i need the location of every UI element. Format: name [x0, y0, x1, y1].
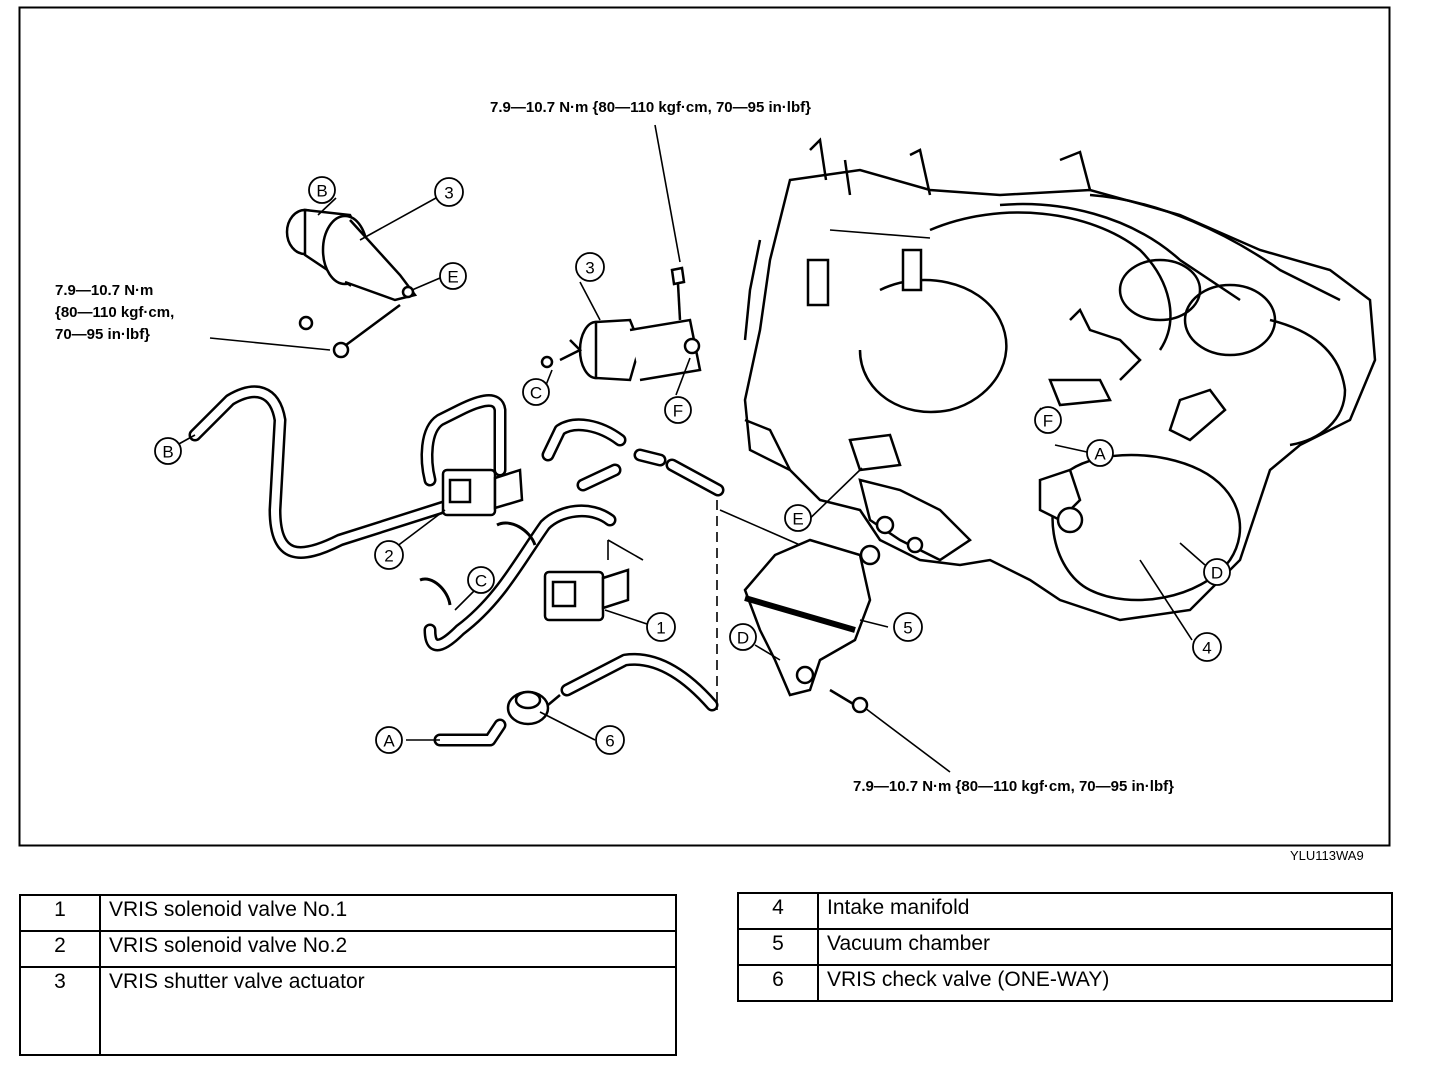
- legend-number: 3: [19, 966, 101, 1056]
- solenoid-valve-no2-drawing: [441, 468, 524, 517]
- vacuum-chamber-drawing: [743, 538, 881, 714]
- callout-a2: A: [383, 732, 395, 751]
- legend-row: 4 Intake manifold: [737, 892, 1393, 930]
- callout-5: 5: [903, 619, 912, 638]
- legend-row: 3 VRIS shutter valve actuator: [19, 966, 677, 1056]
- legend-number: 5: [737, 928, 819, 966]
- shutter-valve-actuator-center: [540, 266, 702, 382]
- parts-legend-left: 1 VRIS solenoid valve No.1 2 VRIS soleno…: [19, 894, 677, 1056]
- callout-4: 4: [1202, 639, 1211, 658]
- legend-part-name: Intake manifold: [817, 892, 1393, 930]
- callout-3a: 3: [444, 184, 453, 203]
- legend-number: 6: [737, 964, 819, 1002]
- callout-b1: B: [316, 182, 327, 201]
- figure-code: YLU113WA9: [1290, 848, 1364, 863]
- legend-number: 2: [19, 930, 101, 968]
- callout-2: 2: [384, 547, 393, 566]
- callout-a1: A: [1094, 445, 1106, 464]
- legend-number: 1: [19, 894, 101, 932]
- callout-d2: D: [1211, 564, 1223, 583]
- torque-spec-top: 7.9—10.7 N·m {80—110 kgf·cm, 70—95 in·lb…: [490, 99, 811, 116]
- legend-row: 1 VRIS solenoid valve No.1: [19, 894, 677, 932]
- callout-labels: B 3 E 3 C F B 2 C 1 E 5 D F A D 4 A 6: [162, 182, 1223, 751]
- exploded-view-diagram: B 3 E 3 C F B 2 C 1 E 5 D F A D 4 A 6 7.…: [18, 6, 1391, 847]
- legend-part-name: VRIS solenoid valve No.2: [99, 930, 677, 968]
- legend-part-name: VRIS shutter valve actuator: [99, 966, 677, 1056]
- legend-number: 4: [737, 892, 819, 930]
- leader-lines: [167, 124, 1206, 773]
- callout-6: 6: [605, 732, 614, 751]
- legend-part-name: VRIS check valve (ONE-WAY): [817, 964, 1393, 1002]
- callout-1: 1: [656, 619, 665, 638]
- diagram-frame: [18, 6, 1391, 847]
- torque-spec-left-line1: 7.9—10.7 N·m: [55, 282, 153, 299]
- callout-b2: B: [162, 443, 173, 462]
- callout-e2: E: [792, 510, 803, 529]
- legend-part-name: Vacuum chamber: [817, 928, 1393, 966]
- check-valve-drawing: [506, 690, 561, 726]
- callout-f2: F: [1043, 412, 1053, 431]
- shutter-valve-actuator-left: [285, 208, 418, 359]
- hose-clips: [419, 521, 537, 606]
- callout-3b: 3: [585, 259, 594, 278]
- parts-legend-right: 4 Intake manifold 5 Vacuum chamber 6 VRI…: [737, 892, 1393, 1002]
- callout-d1: D: [737, 629, 749, 648]
- legend-row: 6 VRIS check valve (ONE-WAY): [737, 964, 1393, 1002]
- legend-row: 2 VRIS solenoid valve No.2: [19, 930, 677, 968]
- solenoid-valve-no1-drawing: [543, 568, 630, 622]
- torque-spec-bottom: 7.9—10.7 N·m {80—110 kgf·cm, 70—95 in·lb…: [853, 778, 1174, 795]
- vacuum-hoses: [188, 385, 725, 747]
- callout-f1: F: [673, 402, 683, 421]
- intake-manifold-drawing: [743, 137, 1377, 622]
- callout-c1: C: [530, 384, 542, 403]
- legend-row: 5 Vacuum chamber: [737, 928, 1393, 966]
- callout-e1: E: [447, 268, 458, 287]
- callout-circles: [154, 176, 1231, 755]
- legend-part-name: VRIS solenoid valve No.1: [99, 894, 677, 932]
- torque-spec-left-line2: {80—110 kgf·cm,: [55, 304, 174, 321]
- callout-c2: C: [475, 572, 487, 591]
- hose-outlines: [191, 387, 722, 744]
- torque-spec-left-line3: 70—95 in·lbf}: [55, 326, 150, 343]
